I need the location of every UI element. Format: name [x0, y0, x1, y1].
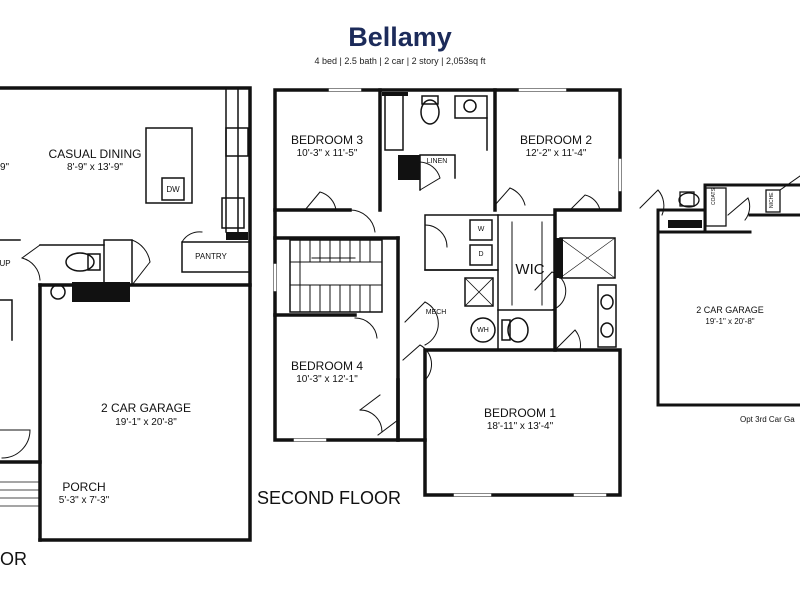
optional-garage-fill: [668, 220, 702, 228]
dishwasher-label: DW: [166, 185, 180, 194]
first-floor-closet-fill: [72, 282, 130, 302]
niche-label: NICHE: [769, 192, 775, 208]
first-floor-interior: [0, 89, 251, 507]
dryer-label: D: [478, 251, 484, 258]
bedroom1-dims: 18'-11" x 13'-4": [486, 421, 554, 432]
bedroom4-dims: 10'-3" x 12'-1": [296, 374, 358, 385]
opt-garage-label: 2 CAR GARAGE: [696, 305, 764, 315]
washer-label: W: [477, 226, 485, 233]
porch-label: PORCH: [62, 480, 106, 494]
opt-garage-dims: 19'-1" x 20'-8": [705, 317, 755, 326]
stair-up-label: UP: [0, 259, 11, 268]
casual-dining-label: CASUAL DINING: [48, 147, 142, 161]
casual-dining-dims: 8'-9" x 13'-9": [67, 162, 123, 173]
bedroom1-label: BEDROOM 1: [483, 406, 557, 420]
pantry-label: PANTRY: [195, 252, 227, 261]
second-floor-interior: [273, 88, 622, 497]
water-heater-label: WH: [477, 327, 489, 334]
bedroom2-dims: 12'-2" x 11'-4": [525, 148, 587, 159]
bedroom3-dims: 10'-3" x 11'-5": [296, 148, 358, 159]
opt-garage-caption: Opt 3rd Car Ga: [740, 415, 795, 424]
bedroom4-label: BEDROOM 4: [290, 359, 364, 373]
linen-label: LINEN: [426, 158, 448, 165]
wic-label: WIC: [515, 261, 545, 278]
optional-garage-interior: [639, 175, 800, 227]
garage-dims: 19'-1" x 20'-8": [115, 417, 177, 428]
coats-label: COATS: [711, 188, 717, 205]
plan-title: Bellamy: [348, 22, 452, 52]
second-floor-label: SECOND FLOOR: [257, 488, 402, 508]
porch-dims: 5'-3" x 7'-3": [58, 495, 110, 506]
optional-garage-walls: [656, 183, 800, 407]
garage-label: 2 CAR GARAGE: [100, 401, 192, 415]
bedroom2-label: BEDROOM 2: [519, 133, 593, 147]
second-floor-fill: [382, 92, 408, 96]
mech-label: MECH: [425, 309, 447, 316]
first-floor-label-fragment: OR: [0, 549, 27, 569]
bedroom3-label: BEDROOM 3: [290, 133, 364, 147]
left-dim-fragment: 9": [0, 162, 10, 173]
plan-subtitle: 4 bed | 2.5 bath | 2 car | 2 story | 2,0…: [314, 56, 486, 66]
